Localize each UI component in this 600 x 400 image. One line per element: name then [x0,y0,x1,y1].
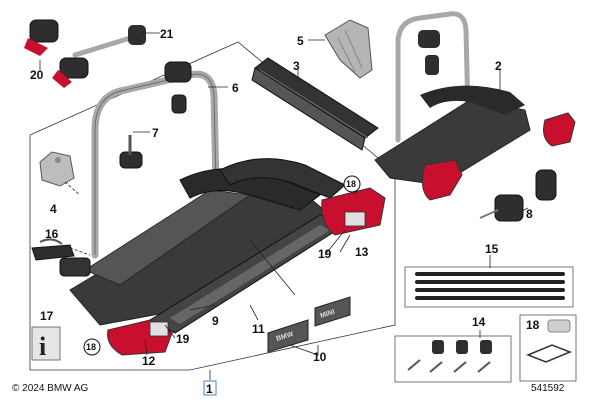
label-2: 2 [495,59,502,73]
diagram-id: 541592 [531,383,565,394]
holder-bracket [39,151,75,187]
label-19b: 19 [318,247,332,261]
info-icon: i [39,332,46,361]
frame-holder [119,61,192,169]
strap-set [415,272,565,300]
carrier-complete [374,11,576,201]
label-6: 6 [232,81,239,95]
label-1: 1 [206,382,213,396]
tension-strap [31,238,75,261]
label-8: 8 [526,207,533,221]
label-13: 13 [355,245,369,259]
tail-lamp-right [321,187,386,236]
label-18a: 18 [346,179,356,189]
coupling-head [59,257,91,277]
label-16: 16 [45,227,59,241]
part-labels: 6 7 4 16 17 9 11 10 19 13 12 19 15 14 18… [30,27,540,368]
assembly-boundary [29,41,396,371]
ref-circle-18b [83,338,101,356]
badge-mini: MINI [319,309,335,320]
label-20: 20 [30,68,44,82]
label-3: 3 [293,59,300,73]
label-15: 15 [485,242,499,256]
straps-box [404,266,574,308]
label-11: 11 [252,322,265,336]
label-18b: 18 [86,342,96,352]
label-4: 4 [50,202,57,216]
label-18: 18 [526,318,540,332]
ref-circle-18a [343,175,361,193]
label-7: 7 [152,126,159,140]
small-parts [407,340,492,373]
label-9: 9 [212,314,219,328]
label-14: 14 [472,315,486,329]
loading-ramp [251,57,379,151]
label-10: 10 [313,350,327,364]
label-21: 21 [160,27,174,41]
leader-lines [39,32,529,356]
label-17: 17 [40,309,54,323]
label-12: 12 [142,354,156,368]
badge-set: BMW MINI [267,296,351,353]
item18-box [519,314,577,382]
item18-parts [525,319,573,363]
wheel-tray-front [179,168,322,211]
label-1-box [203,380,217,396]
label-19a: 19 [176,332,190,346]
copyright-text: © 2024 BMW AG [12,383,89,394]
label-5: 5 [297,34,304,48]
small-parts-box [394,335,512,383]
bracket-plate [324,19,373,79]
locking-knob [479,169,557,222]
info-box [31,326,61,361]
frame-holder-set [24,19,146,88]
bike-carrier-main [59,61,386,356]
